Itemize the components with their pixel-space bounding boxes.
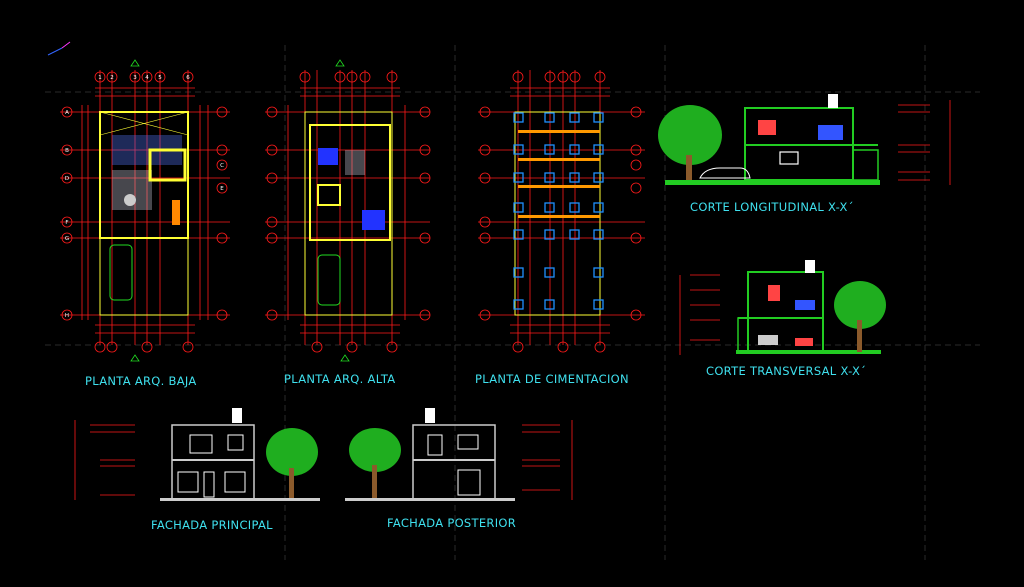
- col-label-2: 2: [110, 75, 114, 81]
- axis-bubble-labels: 1 2 3 4 5 6 A B D F G H C E: [65, 75, 224, 319]
- row-label-a: A: [65, 110, 69, 116]
- corte-transversal-drawing: [679, 260, 886, 355]
- title-fachada-principal: FACHADA PRINCIPAL: [151, 518, 273, 532]
- col-label-5: 5: [158, 75, 162, 81]
- title-corte-transversal: CORTE TRANSVERSAL X-X´: [706, 364, 867, 378]
- fachada-posterior-drawing: [345, 408, 573, 501]
- title-planta-baja: PLANTA ARQ. BAJA: [85, 374, 197, 388]
- title-corte-longitudinal: CORTE LONGITUDINAL X-X´: [690, 200, 854, 214]
- title-fachada-posterior: FACHADA POSTERIOR: [387, 516, 517, 530]
- planta-alta-drawing: [265, 59, 431, 362]
- row-label-f: F: [65, 220, 68, 226]
- row-label-e: E: [220, 186, 224, 192]
- row-label-c: C: [220, 163, 224, 169]
- col-label-6: 6: [186, 75, 190, 81]
- row-label-b: B: [65, 148, 69, 154]
- fachada-principal-drawing: [74, 408, 320, 501]
- title-cimentacion: PLANTA DE CIMENTACION: [475, 372, 629, 386]
- col-label-4: 4: [145, 75, 149, 81]
- col-label-1: 1: [98, 75, 102, 81]
- row-label-g: G: [65, 236, 69, 242]
- row-label-d: D: [65, 176, 69, 182]
- title-planta-alta: PLANTA ARQ. ALTA: [284, 372, 396, 386]
- ucs-icon: [47, 41, 71, 56]
- cimentacion-drawing: [478, 70, 645, 353]
- corte-long-dimensions: [898, 100, 951, 185]
- corte-longitudinal-drawing: [658, 94, 880, 185]
- row-label-h: H: [65, 313, 69, 319]
- planta-baja-drawing: [60, 59, 230, 362]
- col-label-3: 3: [133, 75, 137, 81]
